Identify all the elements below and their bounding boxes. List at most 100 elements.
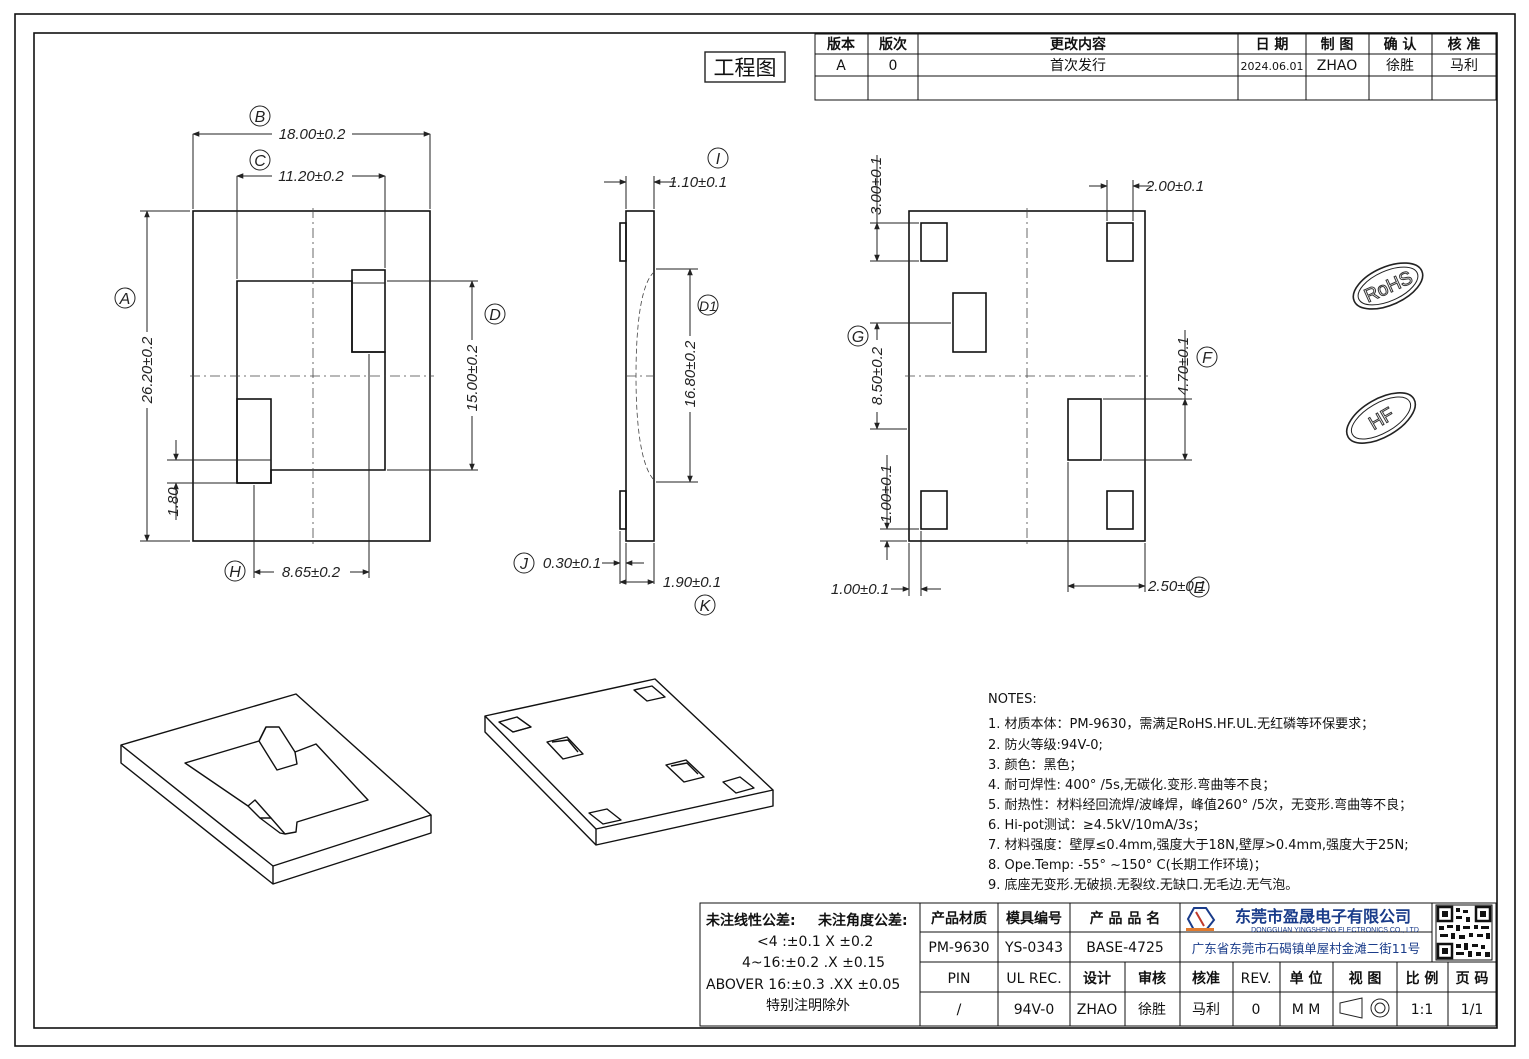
pad-bottom-left — [920, 490, 948, 530]
label-C: C — [254, 153, 266, 170]
tb-bottom-header-rev: REV. — [1241, 971, 1272, 987]
tolerance-footer: 特别注明除外 — [766, 998, 850, 1014]
label-I: I — [716, 151, 721, 168]
dim-bottom: 1.00±0.1 — [878, 465, 895, 523]
dim-A: 26.20±0.2 — [139, 336, 156, 404]
tolerance-row-2: 4~16:±0.2 .X ±0.15 — [742, 955, 885, 971]
rev-value-approve: 马利 — [1450, 58, 1478, 74]
tb-bottom-value-approve: 马利 — [1192, 1002, 1220, 1018]
note-8: 8. Ope.Temp: -55° ~150° C(长期工作环境)； — [988, 858, 1267, 873]
tb-bottom-header-pin: PIN — [947, 971, 970, 987]
label-K-circle — [694, 594, 716, 616]
label-D-circle — [484, 303, 506, 325]
label-G-circle — [847, 325, 869, 347]
label-A: A — [119, 291, 131, 308]
note-6: 6. Hi-pot测试：≥4.5kV/10mA/3s； — [988, 818, 1206, 833]
tb-bottom-header-unit: 单 位 — [1290, 970, 1323, 987]
dim-right-top: 2.00±0.1 — [1145, 178, 1204, 195]
tb-bottom-header-scale: 比 例 — [1406, 970, 1439, 987]
label-D1-circle — [697, 294, 719, 316]
company-name: 东莞市盈晟电子有限公司 — [1235, 907, 1411, 926]
tolerance-angle-title: 未注角度公差: — [818, 912, 908, 929]
slot-lower — [1067, 398, 1102, 461]
label-C-circle — [249, 149, 271, 171]
tolerance-row-1: <4 :±0.1 X ±0.2 — [757, 934, 873, 950]
slot-upper — [952, 292, 987, 353]
tb-bottom-value-review: 徐胜 — [1138, 1002, 1166, 1018]
rev-header-confirm: 确 认 — [1384, 36, 1418, 53]
label-F: F — [1202, 350, 1213, 367]
dim-K: 1.90±0.1 — [663, 574, 721, 591]
rohs-stamp-text: RoHS — [1361, 267, 1416, 307]
dim-D: 15.00±0.2 — [464, 344, 481, 411]
tb-value-mold: YS-0343 — [1004, 940, 1063, 956]
tb-bottom-value-unit: M M — [1292, 1002, 1321, 1018]
note-3: 3. 颜色：黑色； — [988, 757, 1083, 773]
label-B-circle — [249, 105, 271, 127]
label-D1: D1 — [699, 298, 717, 314]
side-view: 1.10±0.1 I 16.80±0.2 D1 0.30±0.1 J 1.90±… — [513, 147, 729, 616]
label-E: E — [1194, 580, 1205, 597]
dim-C: 11.20±0.2 — [278, 168, 344, 185]
tb-bottom-header-view: 视 图 — [1349, 970, 1382, 987]
projection-symbol-icon — [1339, 997, 1390, 1019]
tb-value-material: PM-9630 — [928, 940, 989, 956]
rev-header-drawn: 制 图 — [1321, 36, 1354, 53]
dim-H: 8.65±0.2 — [282, 564, 341, 581]
isometric-view-top — [120, 693, 432, 885]
tb-bottom-header-ul: UL REC. — [1006, 971, 1061, 987]
note-2: 2. 防火等级:94V-0; — [988, 737, 1103, 753]
note-4: 4. 耐可焊性: 400° /5s,无碳化.变形.弯曲等不良； — [988, 777, 1275, 793]
tb-bottom-value-pin: / — [957, 1002, 962, 1018]
title-badge: 工程图 — [704, 51, 786, 83]
tb-bottom-value-scale: 1:1 — [1411, 1002, 1434, 1018]
company-en: DONGGUAN YINGSHENG ELECTRONICS CO., LTD — [1251, 927, 1419, 934]
notes: NOTES: 1. 材质本体：PM-9630，需满足RoHS.HF.UL.无红磷… — [988, 692, 1412, 893]
tb-bottom-header-design: 设计 — [1083, 970, 1111, 987]
front-cavity — [236, 280, 386, 484]
note-1: 1. 材质本体：PM-9630，需满足RoHS.HF.UL.无红磷等环保要求； — [988, 716, 1374, 732]
title-badge-text: 工程图 — [714, 56, 777, 80]
tb-bottom-header-approve: 核准 — [1192, 970, 1220, 987]
company-logo-icon — [1186, 907, 1216, 931]
tb-header-product: 产 品 品 名 — [1090, 910, 1161, 927]
tb-header-mold: 模具编号 — [1006, 910, 1062, 927]
label-J-circle — [513, 552, 535, 574]
rev-value-version: A — [836, 58, 846, 74]
rev-value-content: 首次发行 — [1050, 58, 1106, 74]
rev-value-date: 2024.06.01 — [1241, 60, 1304, 73]
pad-top-right — [1106, 222, 1134, 262]
qr-code-icon — [1435, 904, 1493, 961]
hf-stamp: HF — [1345, 392, 1417, 444]
label-H-circle — [224, 560, 246, 582]
label-G: G — [852, 329, 864, 346]
label-E-circle — [1188, 576, 1210, 598]
label-K: K — [700, 598, 712, 615]
tb-bottom-header-page: 页 码 — [1456, 971, 1489, 987]
dim-left-bottom: 1.00±0.1 — [831, 581, 889, 598]
dim-J: 0.30±0.1 — [543, 555, 601, 572]
dim-slot: 1.80 — [165, 487, 182, 517]
rev-header-date: 日 期 — [1256, 37, 1289, 53]
isometric-view-bottom — [484, 678, 774, 846]
rev-header-edition: 版次 — [879, 36, 907, 53]
tolerance-block: 未注线性公差: 未注角度公差: <4 :±0.1 X ±0.2 4~16:±0.… — [699, 902, 921, 1027]
dim-top: 3.00±0.1 — [868, 157, 885, 215]
company-address: 广东省东莞市石碣镇单屋村金滩二街11号 — [1192, 941, 1420, 956]
rohs-stamp: RoHS — [1352, 262, 1424, 310]
rev-value-edition: 0 — [889, 58, 898, 74]
note-9: 9. 底座无变形.无破损.无裂纹.无缺口.无毛边.无气泡。 — [988, 877, 1298, 893]
pad-top-left — [920, 222, 948, 262]
tb-bottom-value-rev: 0 — [1252, 1002, 1261, 1018]
label-A-circle — [114, 287, 136, 309]
notes-heading: NOTES: — [988, 692, 1037, 707]
rev-value-drawn: ZHAO — [1317, 58, 1357, 74]
label-H: H — [229, 564, 241, 581]
front-slot-top — [351, 269, 386, 353]
pad-bottom-right — [1106, 490, 1134, 530]
hf-stamp-text: HF — [1366, 404, 1398, 435]
bottom-view: 3.00±0.1 2.00±0.1 8.50±0.2 G 4.70±0.1 F … — [831, 155, 1218, 598]
tb-bottom-header-review: 审核 — [1138, 970, 1166, 987]
tb-value-product: BASE-4725 — [1086, 940, 1164, 956]
